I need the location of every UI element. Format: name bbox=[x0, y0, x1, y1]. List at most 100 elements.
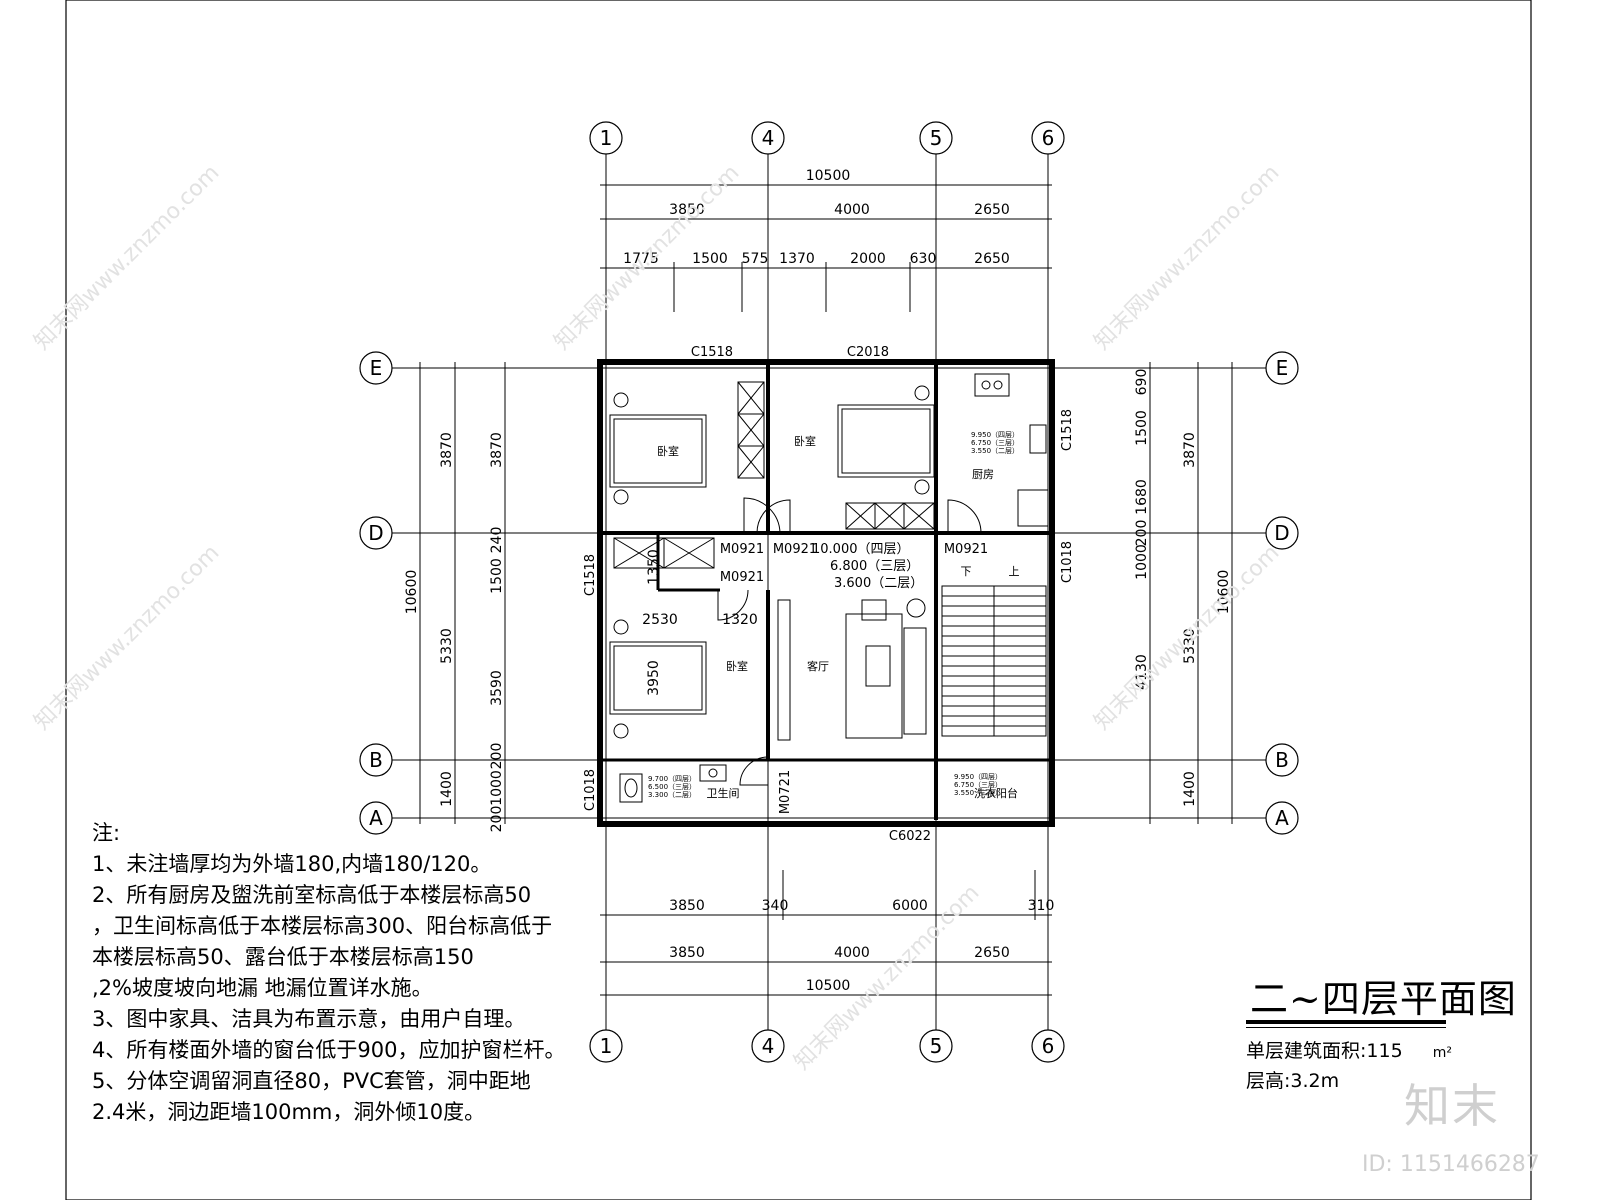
plan-title: 二~四层平面图 bbox=[1250, 977, 1517, 1021]
svg-text:B: B bbox=[369, 748, 383, 772]
axis-bubble-left-B: B bbox=[359, 743, 393, 777]
elev-bath-2: 3.300（二层） bbox=[648, 791, 696, 799]
svg-text:E: E bbox=[370, 356, 383, 380]
window-label-c1518-kitchen: C1518 bbox=[1060, 409, 1075, 451]
dim-bottom-total: 10500 bbox=[806, 978, 851, 994]
svg-text:D: D bbox=[368, 521, 383, 545]
small-elevations: 9.950（四层） 6.750（三层） 3.550（二层） 9.700（四层） … bbox=[648, 431, 1019, 799]
door-swings bbox=[717, 497, 982, 786]
bath-fixtures bbox=[619, 764, 727, 803]
dim-left-r3-4: 3590 bbox=[489, 670, 505, 706]
dim-bottom-r2-1: 3850 bbox=[669, 945, 705, 961]
axis-bubble-left-A: A bbox=[359, 801, 393, 835]
dim-bottom-r1-4: 310 bbox=[1028, 898, 1055, 914]
wardrobes bbox=[613, 381, 935, 569]
dim-right-r3-1: 690 bbox=[1134, 369, 1150, 396]
dim-left-r2-3: 1400 bbox=[439, 771, 455, 807]
dim-left-r3-3: 1500 bbox=[489, 558, 505, 594]
floor-area-unit: m² bbox=[1432, 1045, 1452, 1061]
axis-bubble-bottom-6: 6 bbox=[1031, 1029, 1065, 1063]
living-elevations: 10.000（四层） 6.800（三层） 3.600（二层） bbox=[812, 542, 923, 591]
dim-left-r3-1: 3870 bbox=[489, 432, 505, 468]
title-underline-thin bbox=[1246, 1027, 1446, 1028]
dim-left-r2-1: 3870 bbox=[439, 432, 455, 468]
room-label-kitchen: 厨房 bbox=[972, 468, 994, 481]
stair-down-label: 下 bbox=[961, 565, 972, 578]
dim-top-2: 4000 bbox=[834, 202, 870, 218]
building-walls bbox=[597, 359, 1055, 827]
stair-up-label: 上 bbox=[1009, 565, 1020, 578]
elev-laundry-2: 3.550（二层） bbox=[954, 789, 1002, 797]
room-label-bedroom-2: 卧室 bbox=[794, 434, 816, 448]
design-notes: 注: 1、未注墙厚均为外墙180,内墙180/120。 2、所有厨房及盥洗前室标… bbox=[92, 818, 612, 1128]
vertical-dimension-labels: 10600 3870 5330 1400 3870 240 1500 3590 … bbox=[404, 369, 1232, 833]
dim-bottom-r2-3: 2650 bbox=[974, 945, 1010, 961]
elev-main-2: 3.600（二层） bbox=[834, 576, 923, 591]
dim-right-r3-5: 1000 bbox=[1134, 544, 1150, 580]
dim-top-3: 2650 bbox=[974, 202, 1010, 218]
dim-bottom-r2-2: 4000 bbox=[834, 945, 870, 961]
dim-right-r3-6: 4130 bbox=[1134, 654, 1150, 690]
dim-bottom-r1-3: 6000 bbox=[892, 898, 928, 914]
dim-right-r2-2: 5330 bbox=[1182, 628, 1198, 664]
dim-top-r3-3: 575 bbox=[742, 251, 769, 267]
floor-area-label: 单层建筑面积:115 bbox=[1246, 1040, 1403, 1062]
svg-text:D: D bbox=[1274, 521, 1289, 545]
note-line-1: 1、未注墙厚均为外墙180,内墙180/120。 bbox=[92, 852, 492, 876]
axis-bubble-right-D: D bbox=[1265, 516, 1299, 550]
dim-left-total: 10600 bbox=[404, 570, 420, 615]
svg-text:6: 6 bbox=[1042, 126, 1055, 150]
window-label-c2018: C2018 bbox=[847, 345, 889, 360]
dim-top-r3-2: 1500 bbox=[692, 251, 728, 267]
dim-top-1: 3850 bbox=[669, 202, 705, 218]
door-label-m0921-b: M0921 bbox=[720, 570, 764, 585]
note-line-6: 3、图中家具、洁具为布置示意，由用户自理。 bbox=[92, 1007, 526, 1031]
note-line-7: 4、所有楼面外墙的窗台低于900，应加护窗栏杆。 bbox=[92, 1038, 566, 1062]
axis-bubble-right-E: E bbox=[1265, 351, 1299, 385]
beds bbox=[609, 385, 935, 739]
window-label-c1518-left: C1518 bbox=[583, 554, 598, 596]
dim-top-r3-4: 1370 bbox=[779, 251, 815, 267]
windows bbox=[597, 359, 1055, 827]
svg-text:5: 5 bbox=[930, 1034, 943, 1058]
window-label-c1518-top: C1518 bbox=[691, 345, 733, 360]
note-line-4: 本楼层标高50、露台低于本楼层标高150 bbox=[92, 945, 474, 969]
dim-left-r3-6: 1000 bbox=[489, 770, 505, 806]
dim-right-r3-2: 1500 bbox=[1134, 410, 1150, 446]
inner-dim-2530: 2530 bbox=[642, 612, 678, 628]
dim-top-total: 10500 bbox=[806, 168, 851, 184]
room-label-laundry: 洗衣阳台 bbox=[974, 786, 1018, 800]
room-label-bath: 卫生间 bbox=[707, 786, 740, 800]
axis-bubble-right-A: A bbox=[1265, 801, 1299, 835]
window-label-c6022: C6022 bbox=[889, 829, 931, 844]
door-label-m0921-d: M0921 bbox=[944, 542, 988, 557]
dimension-labels: 10500 3850 4000 2650 1775 1500 575 1370 … bbox=[623, 168, 1054, 994]
elev-kitchen-2: 3.550（二层） bbox=[971, 447, 1019, 455]
note-line-2: 2、所有厨房及盥洗前室标高低于本楼层标高50 bbox=[92, 883, 532, 907]
axis-bubble-left-E: E bbox=[359, 351, 393, 385]
svg-text:B: B bbox=[1275, 748, 1289, 772]
room-label-living: 客厅 bbox=[807, 659, 829, 673]
dim-top-r3-6: 630 bbox=[910, 251, 937, 267]
svg-text:1: 1 bbox=[600, 1034, 613, 1058]
title-underline bbox=[1246, 1020, 1446, 1024]
dim-left-r3-5: 200 bbox=[489, 743, 505, 770]
note-line-3: ，卫生间标高低于本楼层标高300、阳台标高低于 bbox=[92, 914, 553, 938]
dim-right-total: 10600 bbox=[1216, 570, 1232, 615]
axis-bubble-bottom-1: 1 bbox=[589, 1029, 623, 1063]
axis-bubble-top-5: 5 bbox=[919, 121, 953, 155]
axis-bubble-bottom-5: 5 bbox=[919, 1029, 953, 1063]
note-line-9: 2.4米，洞边距墙100mm，洞外倾10度。 bbox=[92, 1100, 486, 1124]
door-label-m0721: M0721 bbox=[778, 770, 793, 814]
dim-right-r3-4: 200 bbox=[1134, 520, 1150, 547]
dim-left-r3-2: 240 bbox=[489, 527, 505, 554]
dimension-lines bbox=[419, 184, 1233, 996]
dim-top-r3-1: 1775 bbox=[623, 251, 659, 267]
inner-dimension-labels: 1350 2530 1320 3950 bbox=[642, 549, 758, 696]
floor-area: 单层建筑面积:115 m² bbox=[1246, 1036, 1452, 1063]
elev-main-4: 10.000（四层） bbox=[812, 542, 910, 557]
elev-bath-4: 9.700（四层） bbox=[648, 775, 696, 783]
note-line-5: ,2%坡度坡向地漏 地漏位置详水施。 bbox=[92, 976, 433, 1000]
opening-labels: C1518 C2018 C1518 C1518 C1018 C1018 C602… bbox=[583, 345, 1075, 844]
